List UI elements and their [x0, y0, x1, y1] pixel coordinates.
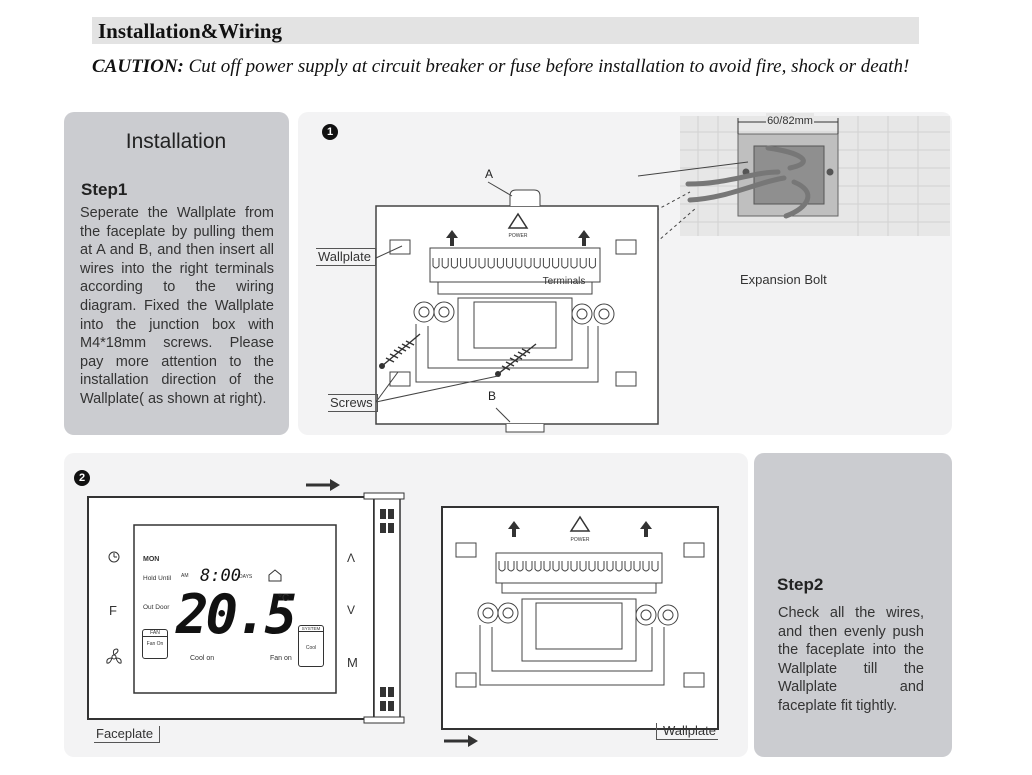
lcd-am: AM — [181, 573, 189, 579]
lcd-fan-on: Fan on — [270, 655, 292, 662]
diagram2-drawing — [87, 479, 478, 747]
caution-body: Cut off power supply at circuit breaker … — [183, 56, 910, 77]
wallplate-label-2: Wallplate — [656, 723, 718, 740]
lcd-day: MON — [143, 556, 160, 563]
up-button[interactable]: Λ — [347, 551, 356, 565]
installation-heading: Installation — [125, 130, 227, 153]
lcd-outdoor: Out Door — [143, 604, 170, 611]
step1-body: Seperate the Wallplate from the faceplat… — [80, 205, 274, 407]
step-marker-2: 2 — [74, 470, 90, 486]
lcd-system-box: SYSTEM Cool — [298, 625, 324, 667]
terminals-label: Terminals — [543, 276, 586, 287]
step1-panel: Installation Step1 Seperate the Wallplat… — [64, 112, 289, 435]
screws-label: Screws — [328, 394, 378, 412]
label-b: B — [488, 389, 496, 403]
lcd-cool-on: Cool on — [190, 655, 215, 662]
lcd-unit: °C — [278, 593, 290, 604]
m-button[interactable]: M — [347, 655, 358, 670]
fan-icon — [106, 648, 122, 664]
step2-panel: Step2 Check all the wires, and then even… — [754, 453, 952, 757]
f-button[interactable]: F — [109, 603, 117, 618]
diagram2-panel: MON Hold Until AM 8:00 DAYS Out Door 20.… — [64, 453, 748, 757]
section-title: Installation&Wiring — [98, 19, 282, 43]
expansion-bolt-label: Expansion Bolt — [740, 272, 827, 287]
step2-title: Step2 — [777, 575, 824, 594]
step-marker-1: 1 — [322, 124, 338, 140]
section-title-bar: Installation&Wiring — [92, 17, 919, 44]
lcd-fan-box: FAN Fan On — [142, 629, 168, 659]
wallplate-label-1: Wallplate — [316, 248, 376, 266]
lcd-system-label: SYSTEM — [299, 626, 323, 632]
caution-label: CAUTION: — [92, 56, 184, 77]
lcd-fan-label: FAN — [143, 630, 167, 637]
wallplate-drawing-1: POWER — [375, 189, 659, 433]
wallplate-drawing-2: POWER — [441, 506, 719, 730]
down-button[interactable]: V — [347, 603, 356, 617]
step2-body: Check all the wires, and then evenly pus… — [778, 605, 924, 714]
lcd-fan-on-small: Fan On — [146, 641, 164, 647]
diagram1-panel: 60/82mm POWER — [298, 112, 952, 435]
wall-texture: 60/82mm — [680, 113, 950, 236]
lcd-hold-until: Hold Until — [143, 575, 172, 582]
lcd-cool: Cool — [305, 645, 317, 651]
power-label-1: POWER — [509, 233, 528, 239]
dimension-label: 60/82mm — [767, 115, 813, 127]
step1-title: Step1 — [81, 180, 128, 199]
lcd-days: DAYS — [239, 574, 253, 580]
faceplate-drawing — [87, 492, 405, 724]
lcd-temperature: 20.5 — [176, 583, 297, 646]
label-a: A — [485, 167, 493, 181]
power-label-2: POWER — [571, 537, 590, 543]
lcd-time: 8:00 — [200, 566, 241, 586]
caution-text: CAUTION: Cut off power supply at circuit… — [92, 52, 922, 82]
diagram1-drawing: 60/82mm POWER — [375, 113, 950, 433]
faceplate-label: Faceplate — [94, 726, 161, 743]
